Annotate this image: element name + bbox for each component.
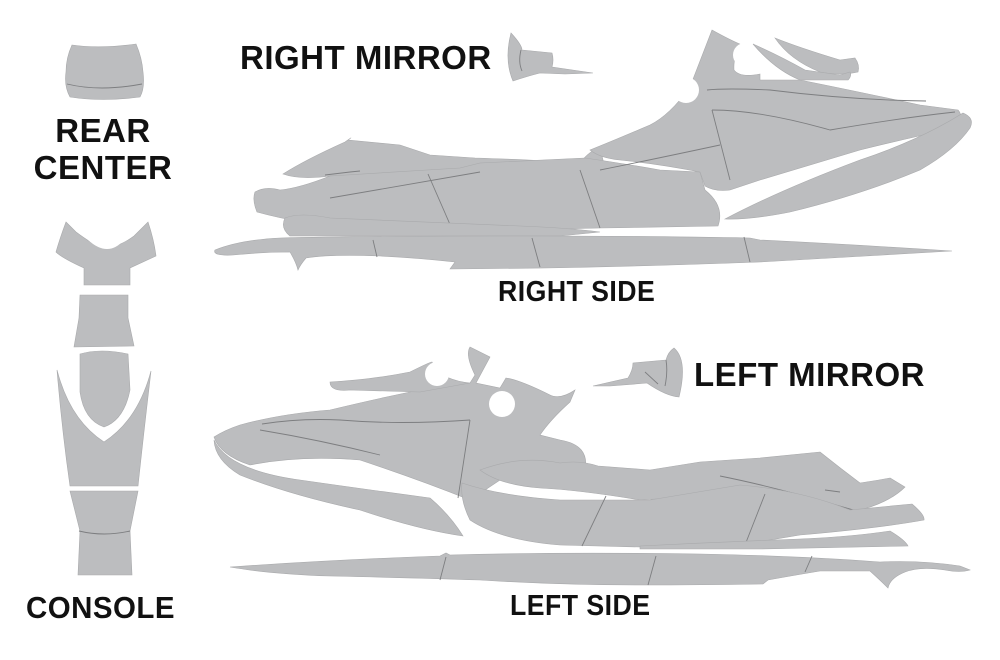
rear-center-label-line2: CENTER xyxy=(33,149,173,186)
left-side-label: LEFT SIDE xyxy=(510,590,651,622)
console-label: CONSOLE xyxy=(26,590,175,625)
rear-center-label: REAR CENTER xyxy=(28,112,178,186)
right-side-pieces xyxy=(214,29,972,271)
rear-center-piece xyxy=(65,43,144,100)
left-side-pieces xyxy=(213,346,971,589)
left-mirror-piece xyxy=(592,347,683,398)
left-mirror-label: LEFT MIRROR xyxy=(694,356,925,393)
console-pieces xyxy=(55,221,157,576)
right-mirror-piece xyxy=(507,32,594,82)
rear-center-label-line1: REAR xyxy=(55,112,151,149)
right-side-label: RIGHT SIDE xyxy=(498,276,656,308)
right-mirror-label: RIGHT MIRROR xyxy=(240,39,492,76)
